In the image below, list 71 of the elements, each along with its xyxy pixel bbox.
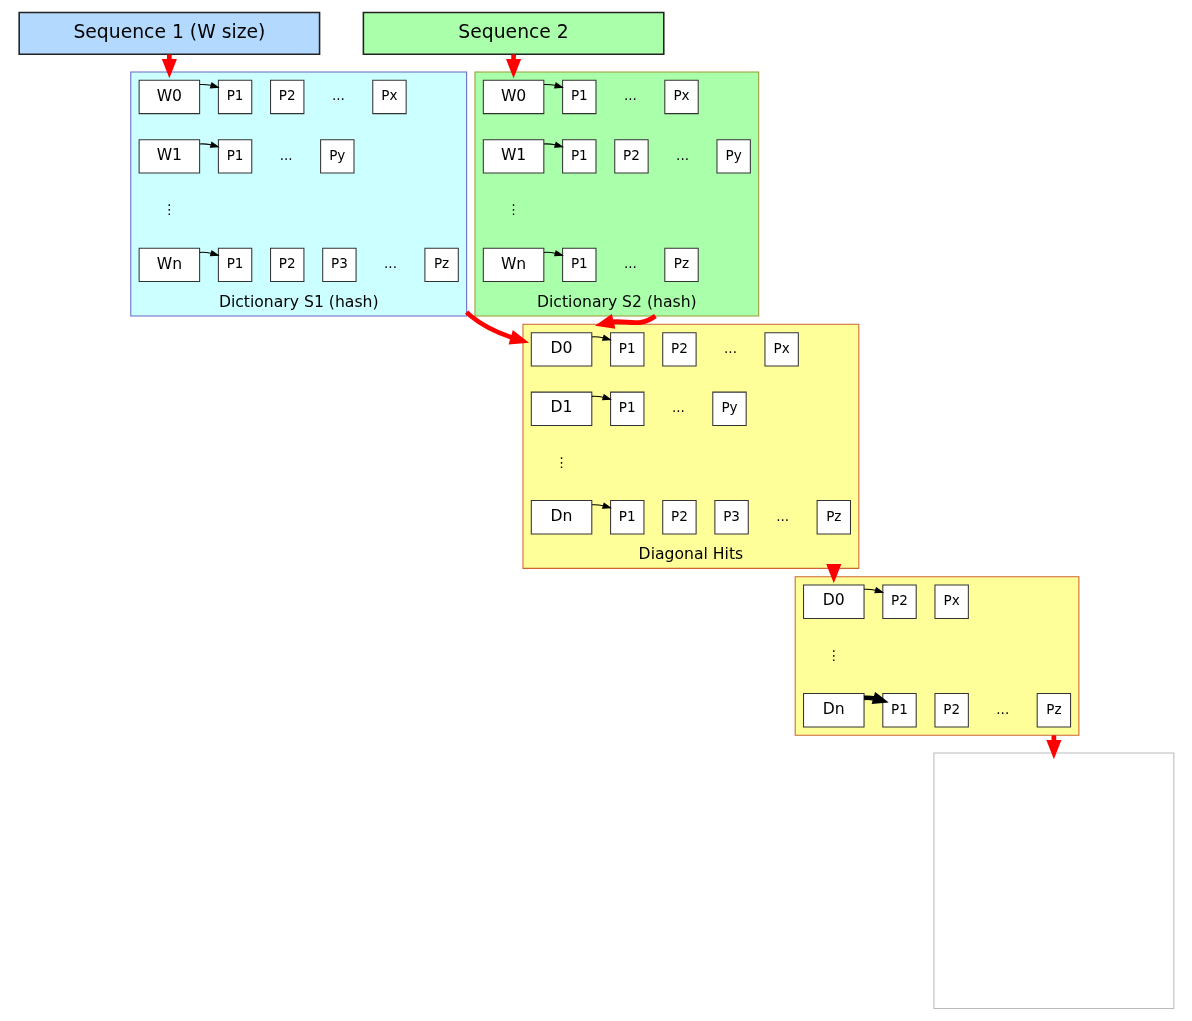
node-box: W0 (138, 79, 200, 115)
arrow (464, 310, 529, 345)
arrow (542, 250, 564, 257)
label: ... (279, 146, 293, 163)
node-box: P1 (609, 391, 644, 426)
node-box: P1 (561, 139, 596, 174)
node-box: P2 (661, 332, 697, 367)
label: ... (675, 146, 689, 163)
label: ... (331, 87, 345, 104)
node-box: W1 (138, 139, 200, 174)
label: ⋮ (554, 453, 568, 470)
node-box: Py (711, 391, 747, 426)
node-box: Sequence 1 (W size) (17, 11, 320, 55)
node-box: W1 (482, 139, 544, 174)
node-box: P3 (321, 247, 357, 283)
arrow (863, 586, 884, 594)
node-box: P1 (609, 332, 644, 367)
node-box: Sequence 2 (362, 11, 665, 55)
arrow (198, 141, 220, 148)
label: ⋮ (826, 646, 841, 663)
node-box: Wn (482, 247, 544, 283)
arrow (590, 393, 612, 401)
node-box: Pz (423, 247, 459, 283)
node-box: P2 (269, 247, 304, 283)
node-box: Px (763, 332, 799, 367)
node-box: Dn (802, 693, 865, 728)
node-box: W0 (482, 79, 544, 115)
label: ⋮ (506, 201, 520, 218)
node-box: Px (663, 79, 699, 115)
node-box: P2 (881, 584, 917, 619)
arrow (198, 250, 220, 257)
label: ... (775, 507, 789, 524)
node-box: Px (933, 584, 969, 619)
arrow (590, 502, 612, 509)
node-box: D0 (802, 584, 865, 619)
label: ... (623, 255, 637, 272)
node-box: P3 (713, 500, 749, 535)
node-box: Px (371, 79, 407, 115)
node-box: Pz (816, 500, 851, 535)
node-box: P2 (613, 139, 649, 174)
arrow (825, 563, 841, 584)
node-box: P1 (561, 79, 596, 115)
node-box: D1 (530, 391, 592, 426)
node-box: P1 (609, 500, 644, 535)
node-box: Wn (138, 247, 200, 283)
cluster (794, 576, 1079, 736)
node-box: P2 (933, 693, 969, 728)
node-box (932, 752, 1174, 1010)
node-box: P1 (217, 247, 252, 283)
arrow (542, 82, 564, 89)
node-box: Pz (663, 247, 699, 283)
node-box: P1 (881, 693, 917, 728)
node-box: P2 (661, 500, 697, 535)
node-box: P1 (561, 247, 596, 283)
node-box: Dn (530, 500, 592, 535)
arrow (198, 82, 220, 89)
node-box: P1 (217, 79, 252, 115)
label: ... (995, 700, 1009, 717)
node-box: Py (319, 139, 354, 174)
arrow (590, 334, 612, 341)
label: ... (383, 255, 397, 272)
arrow (542, 141, 564, 148)
node-box: D0 (530, 332, 592, 367)
node-box: P2 (269, 79, 304, 115)
label: ⋮ (162, 201, 176, 218)
node-box: Py (715, 139, 751, 174)
label: ... (623, 87, 637, 104)
label: ... (723, 339, 737, 356)
label: ... (671, 399, 685, 416)
node-box: Pz (1036, 693, 1071, 728)
node-box: P1 (217, 139, 252, 174)
